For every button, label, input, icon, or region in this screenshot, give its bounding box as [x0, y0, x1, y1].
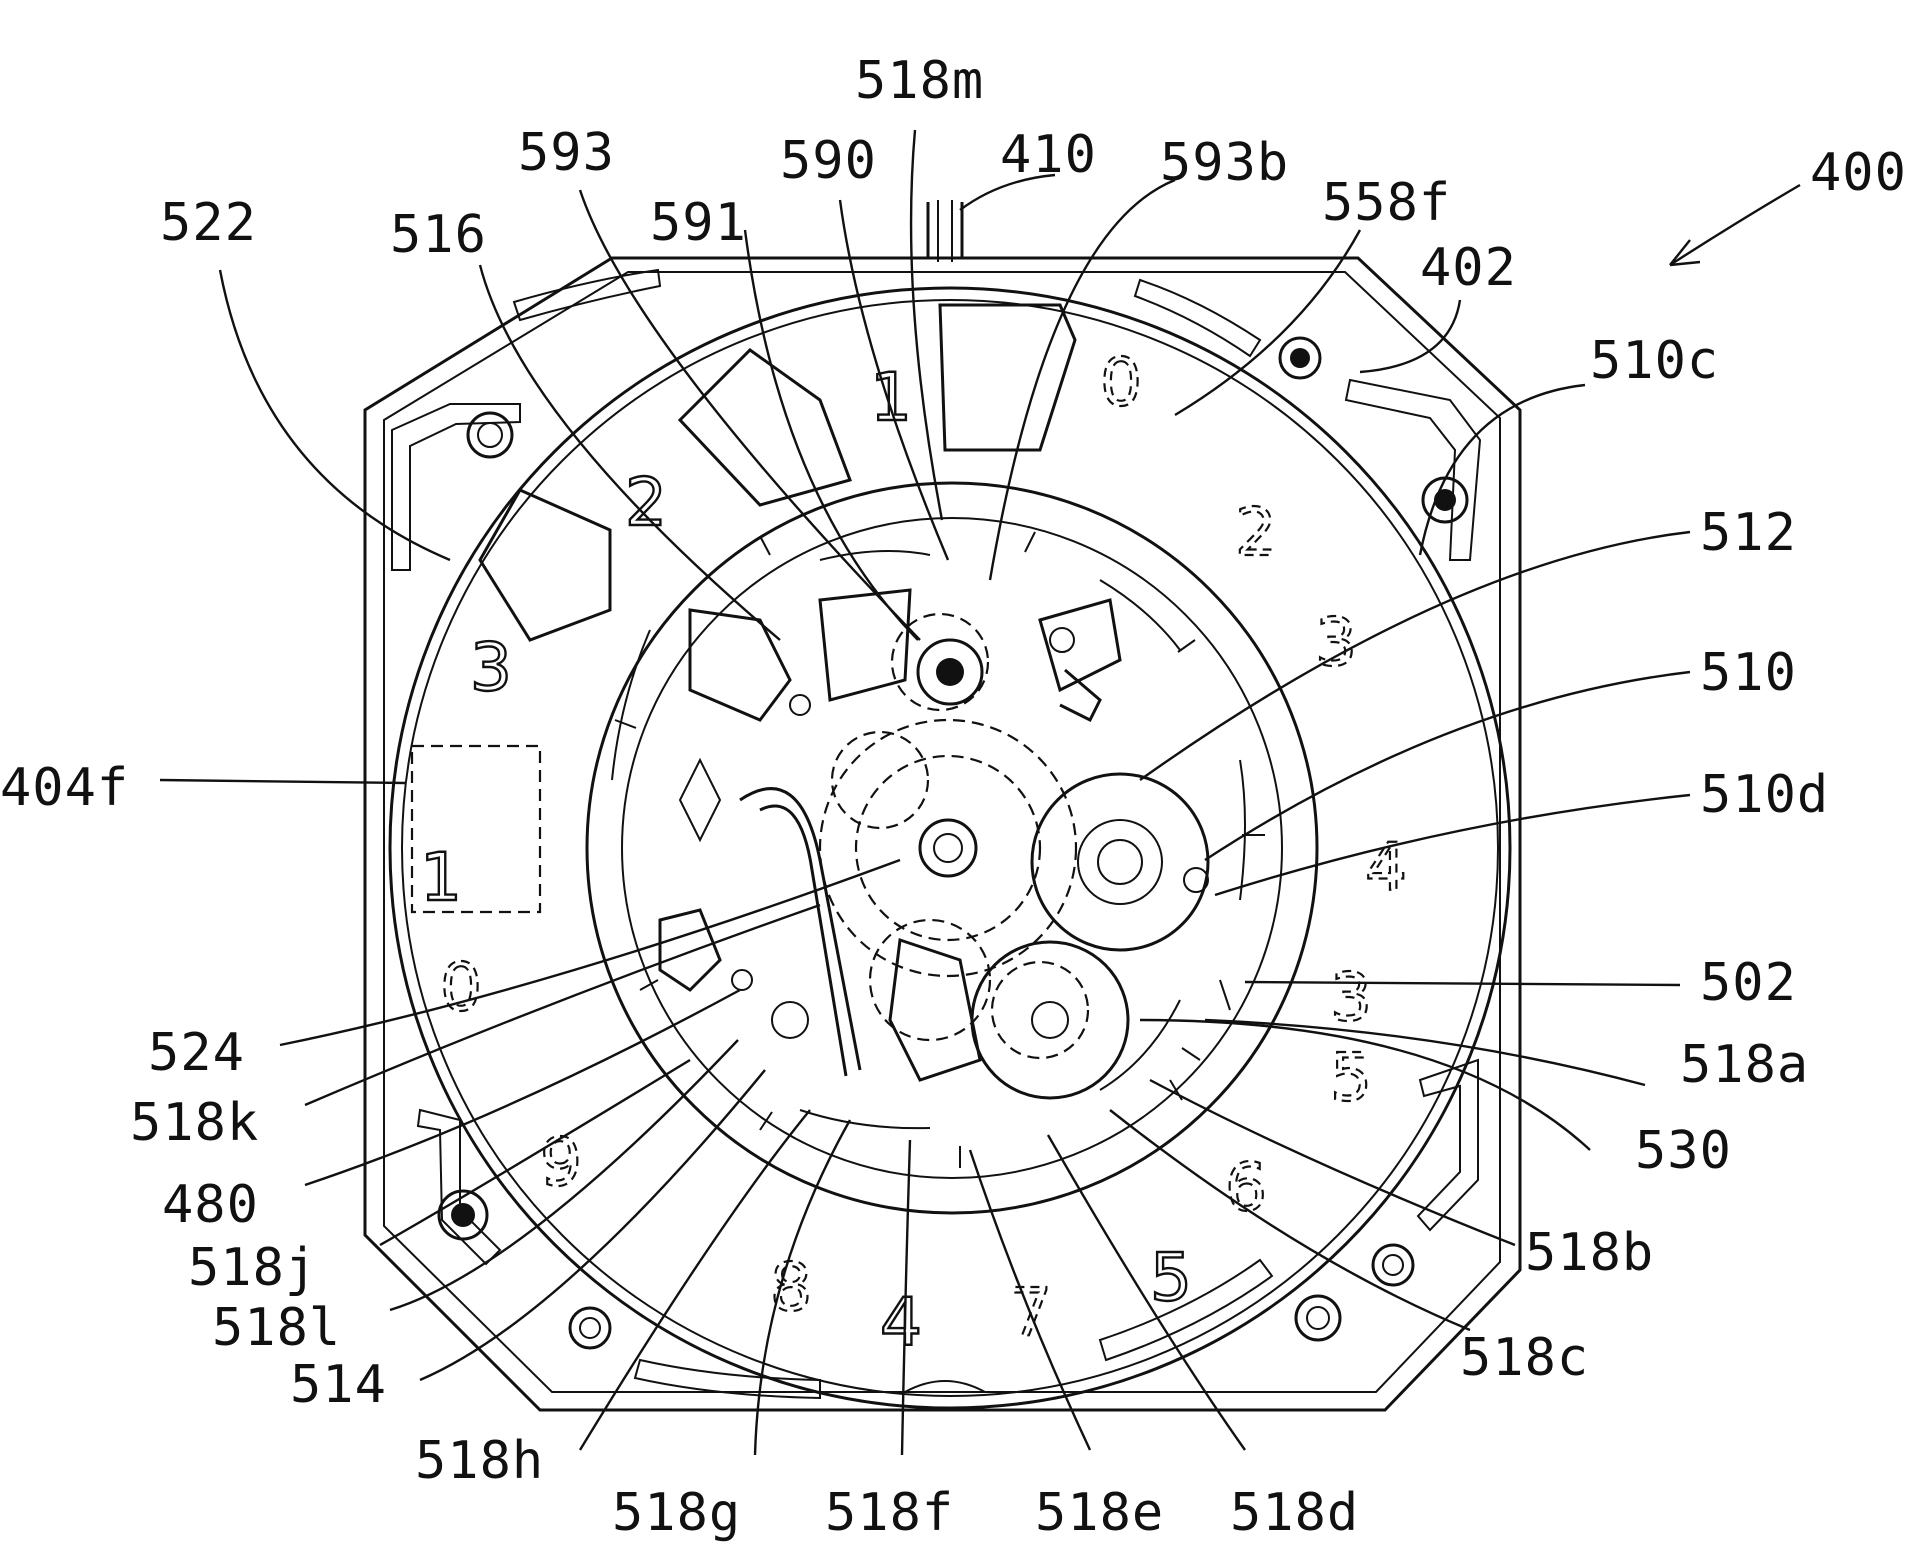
- label-410: 410: [1000, 125, 1097, 185]
- label-404f: 404f: [0, 758, 129, 818]
- label-518e: 518e: [1035, 1483, 1164, 1543]
- label-518h: 518h: [415, 1431, 544, 1491]
- svg-text:2: 2: [1235, 494, 1277, 571]
- svg-text:0: 0: [440, 949, 482, 1026]
- label-518g: 518g: [612, 1483, 741, 1543]
- svg-text:3: 3: [1330, 959, 1372, 1036]
- label-518c: 518c: [1460, 1328, 1589, 1388]
- label-524: 524: [148, 1023, 245, 1083]
- wheel-530: [972, 942, 1128, 1098]
- wheel-510: [1032, 774, 1208, 950]
- date-numerals: 1 2 3 5 4 1 0 2 3 4 5 6 7 8 9 0 3: [420, 344, 1407, 1361]
- label-518b: 518b: [1525, 1223, 1654, 1283]
- label-593b: 593b: [1160, 133, 1289, 193]
- inner-mechanism: [587, 483, 1317, 1213]
- label-518a: 518a: [1680, 1035, 1809, 1095]
- label-402: 402: [1420, 238, 1517, 298]
- label-593: 593: [518, 123, 615, 183]
- label-518d: 518d: [1230, 1483, 1359, 1543]
- svg-text:5: 5: [1330, 1039, 1372, 1116]
- reference-labels: 400 402 410 593b 558f 518m 593 590 591 5…: [0, 51, 1907, 1543]
- svg-text:1: 1: [870, 359, 912, 436]
- svg-text:4: 4: [880, 1284, 922, 1361]
- label-530: 530: [1635, 1121, 1732, 1181]
- svg-text:6: 6: [1225, 1149, 1267, 1226]
- date-ring: [390, 288, 1510, 1408]
- label-518f: 518f: [825, 1483, 954, 1543]
- label-510: 510: [1700, 643, 1797, 703]
- label-518j: 518j: [188, 1238, 317, 1298]
- svg-text:3: 3: [470, 629, 512, 706]
- label-510c: 510c: [1590, 331, 1719, 391]
- label-518l: 518l: [212, 1298, 341, 1358]
- label-514: 514: [290, 1355, 387, 1415]
- svg-text:5: 5: [1150, 1239, 1192, 1316]
- label-591: 591: [650, 193, 747, 253]
- svg-text:1: 1: [420, 839, 462, 916]
- label-512: 512: [1700, 503, 1797, 563]
- label-590: 590: [780, 131, 877, 191]
- label-518k: 518k: [130, 1093, 259, 1153]
- label-510d: 510d: [1700, 765, 1829, 825]
- svg-text:0: 0: [1100, 344, 1142, 421]
- label-518m: 518m: [855, 51, 984, 111]
- label-522: 522: [160, 193, 257, 253]
- label-480: 480: [162, 1175, 259, 1235]
- svg-text:9: 9: [540, 1124, 582, 1201]
- svg-text:8: 8: [770, 1249, 812, 1326]
- svg-text:3: 3: [1315, 604, 1357, 681]
- label-558f: 558f: [1322, 173, 1451, 233]
- label-516: 516: [390, 205, 487, 265]
- label-502: 502: [1700, 953, 1797, 1013]
- svg-text:4: 4: [1365, 829, 1407, 906]
- label-400: 400: [1810, 143, 1907, 203]
- center-wheel: [820, 720, 1076, 976]
- screw-holes: [439, 338, 1467, 1348]
